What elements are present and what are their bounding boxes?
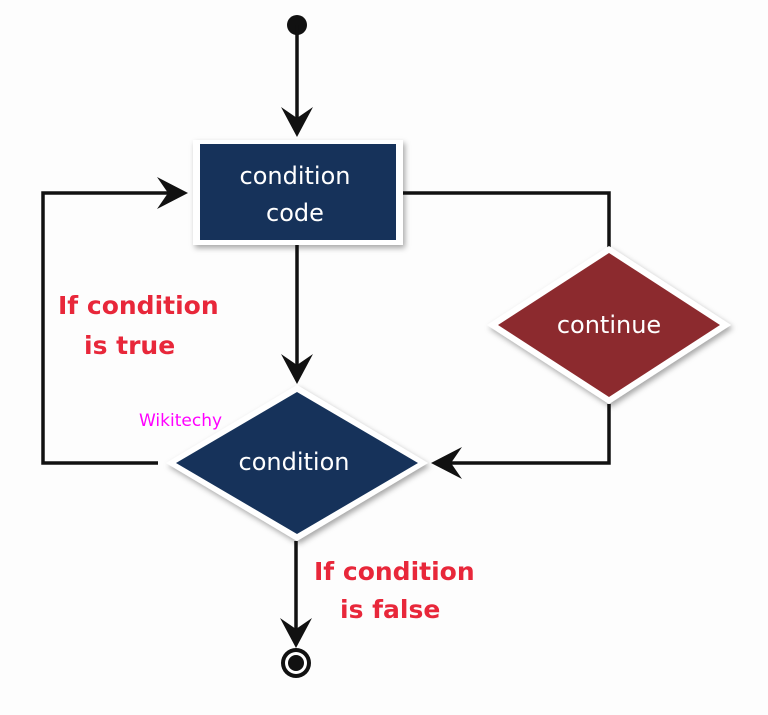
false-label-line-2: is false	[340, 595, 440, 624]
false-label-line-1: If condition	[314, 557, 475, 586]
edge-code-to-continue	[403, 191, 611, 248]
condition-code-label-2: code	[266, 199, 324, 227]
condition-label: condition	[239, 448, 350, 476]
watermark: Wikitechy	[139, 411, 222, 431]
continue-label: continue	[557, 311, 661, 339]
true-label-line-1: If condition	[58, 291, 219, 320]
edge-continue-to-condition	[431, 404, 611, 479]
continue-node	[487, 246, 731, 404]
condition-node	[166, 385, 428, 541]
edge-start-to-code	[281, 25, 313, 137]
condition-code-node	[193, 140, 403, 245]
edge-true-loop	[41, 177, 188, 465]
edge-code-to-condition	[281, 245, 313, 384]
edge-condition-to-end	[280, 541, 312, 648]
end-node	[281, 648, 311, 678]
condition-code-label-1: condition	[240, 162, 351, 190]
true-label-line-2: is true	[84, 331, 175, 360]
